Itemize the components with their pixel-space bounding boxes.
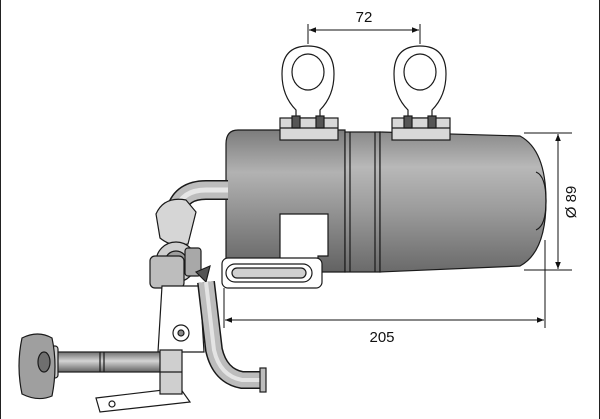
fitting-plate [221, 213, 329, 289]
dryer-body [225, 129, 547, 273]
mounting-bracket-right [391, 45, 451, 141]
dimension-label-width: 72 [356, 9, 373, 26]
pipe-assembly [18, 180, 267, 413]
dimension-diameter-89 [524, 132, 572, 271]
mounting-bracket-left [279, 45, 339, 141]
dimension-label-length: 205 [369, 329, 394, 346]
dimension-width-72 [307, 24, 421, 44]
dimension-label-diameter: Ø 89 [563, 186, 580, 219]
dimension-length-205 [223, 240, 546, 328]
